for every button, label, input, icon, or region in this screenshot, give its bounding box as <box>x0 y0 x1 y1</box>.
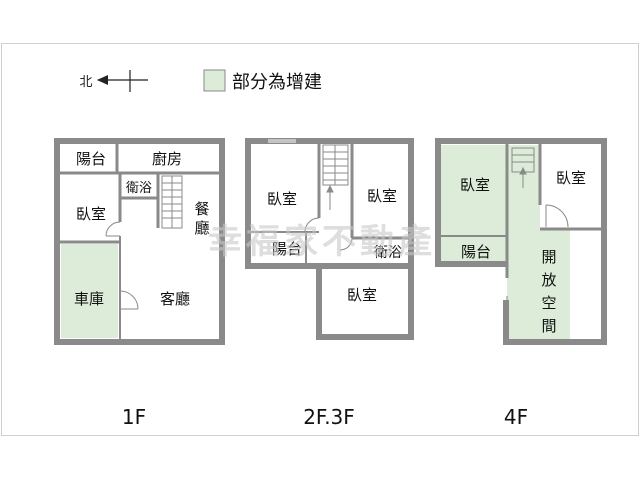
floor-4f-plan: 臥室 臥室 陽台 開 放 空 間 <box>435 138 607 345</box>
room-label-bedroom-left: 臥室 <box>267 190 297 208</box>
door-swing-icon <box>339 237 353 251</box>
bedroom-right-area <box>540 145 600 229</box>
room-label-bath: 衛浴 <box>126 181 152 196</box>
door-swing-icon <box>105 221 121 237</box>
room-label-dining: 餐 <box>194 200 209 218</box>
legend-swatch <box>203 69 226 92</box>
floor-1f-stairs <box>161 175 183 229</box>
compass: 北 <box>79 70 148 92</box>
room-label-bedroom-right: 臥室 <box>367 187 397 205</box>
door-swing-icon <box>119 290 139 310</box>
room-label-balcony: 陽台 <box>461 243 491 261</box>
room-label-open-space: 空 <box>541 294 556 312</box>
floor-1f-plan: 陽台 廚房 衛浴 臥室 餐 廳 車庫 客廳 <box>54 138 225 345</box>
legend-label: 部分為增建 <box>232 72 322 93</box>
balcony-area <box>441 236 507 264</box>
door-swing-icon <box>545 204 569 228</box>
floor-label-1f: 1F <box>122 405 146 429</box>
room-label-bedroom-bottom: 臥室 <box>347 286 377 304</box>
garage-extension-area <box>61 244 118 338</box>
door-swing-icon <box>304 217 320 233</box>
room-label-living: 客廳 <box>160 290 190 308</box>
extension-area <box>507 145 570 341</box>
floor-2f-outer-wall <box>316 263 414 340</box>
room-label-balcony: 陽台 <box>76 150 106 168</box>
floor-4f-outer-wall <box>435 138 607 345</box>
open-space-area <box>570 229 600 341</box>
room-label-bedroom-right: 臥室 <box>556 169 586 187</box>
extension-area <box>441 145 507 264</box>
floor-2f-3f-plan: 臥室 臥室 陽台 衛浴 臥室 <box>245 138 414 340</box>
room-label-bedroom: 臥室 <box>76 205 106 223</box>
floor-4f-stairs <box>511 147 535 188</box>
plan-frame <box>1 43 639 436</box>
watermark-text: 幸福家不動產 <box>208 222 436 262</box>
room-label-dining: 廳 <box>194 219 209 237</box>
floor-label-4f: 4F <box>504 405 528 429</box>
room-label-balcony: 陽台 <box>272 240 302 258</box>
legend: 部分為增建 <box>203 69 322 93</box>
room-label-open-space: 間 <box>541 317 556 335</box>
floor-2f-stairs <box>322 144 349 210</box>
compass-arrow-icon <box>97 75 108 85</box>
room-label-bedroom-left: 臥室 <box>460 176 490 194</box>
room-label-bath: 衛浴 <box>374 245 402 261</box>
room-label-kitchen: 廚房 <box>152 150 182 168</box>
room-label-open-space: 開 <box>541 248 556 266</box>
room-label-open-space: 放 <box>541 271 556 289</box>
room-label-garage: 車庫 <box>74 290 104 308</box>
compass-north-label: 北 <box>79 75 92 90</box>
floor-label-2f-3f: 2F.3F <box>303 405 355 429</box>
